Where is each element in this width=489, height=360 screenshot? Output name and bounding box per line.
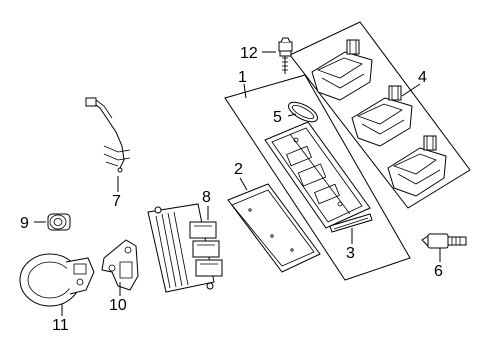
gasket-part [329, 213, 373, 233]
ignition-module [264, 121, 371, 229]
callout-12: 12 [240, 45, 258, 62]
callout-8: 8 [202, 189, 211, 206]
callout-6: 6 [434, 263, 443, 280]
leader-5 [287, 113, 297, 117]
cover-plate [227, 183, 321, 273]
ignition-coil-3 [387, 135, 447, 197]
callout-4: 4 [418, 69, 427, 86]
callout-7: 7 [112, 193, 121, 210]
callout-11: 11 [52, 317, 69, 334]
seal-part [287, 101, 319, 123]
callout-3: 3 [346, 245, 355, 262]
leader-1 [243, 83, 247, 99]
callout-5: 5 [273, 109, 282, 126]
leader-4 [401, 83, 421, 97]
callout-2: 2 [234, 161, 243, 178]
bolt-part [278, 37, 293, 74]
leader-2 [239, 177, 248, 191]
ignition-coil-2 [351, 85, 413, 147]
sensor-ring-bracket [19, 253, 95, 307]
sensor-wire [85, 97, 131, 173]
callout-10: 10 [109, 297, 127, 314]
ignition-coil-1 [311, 39, 373, 101]
callout-9: 9 [20, 215, 29, 232]
engine-control-module [147, 203, 223, 293]
knock-sensor [421, 233, 467, 249]
small-sensor [47, 213, 71, 231]
callout-1: 1 [238, 69, 247, 86]
sensor-bracket [101, 239, 139, 291]
